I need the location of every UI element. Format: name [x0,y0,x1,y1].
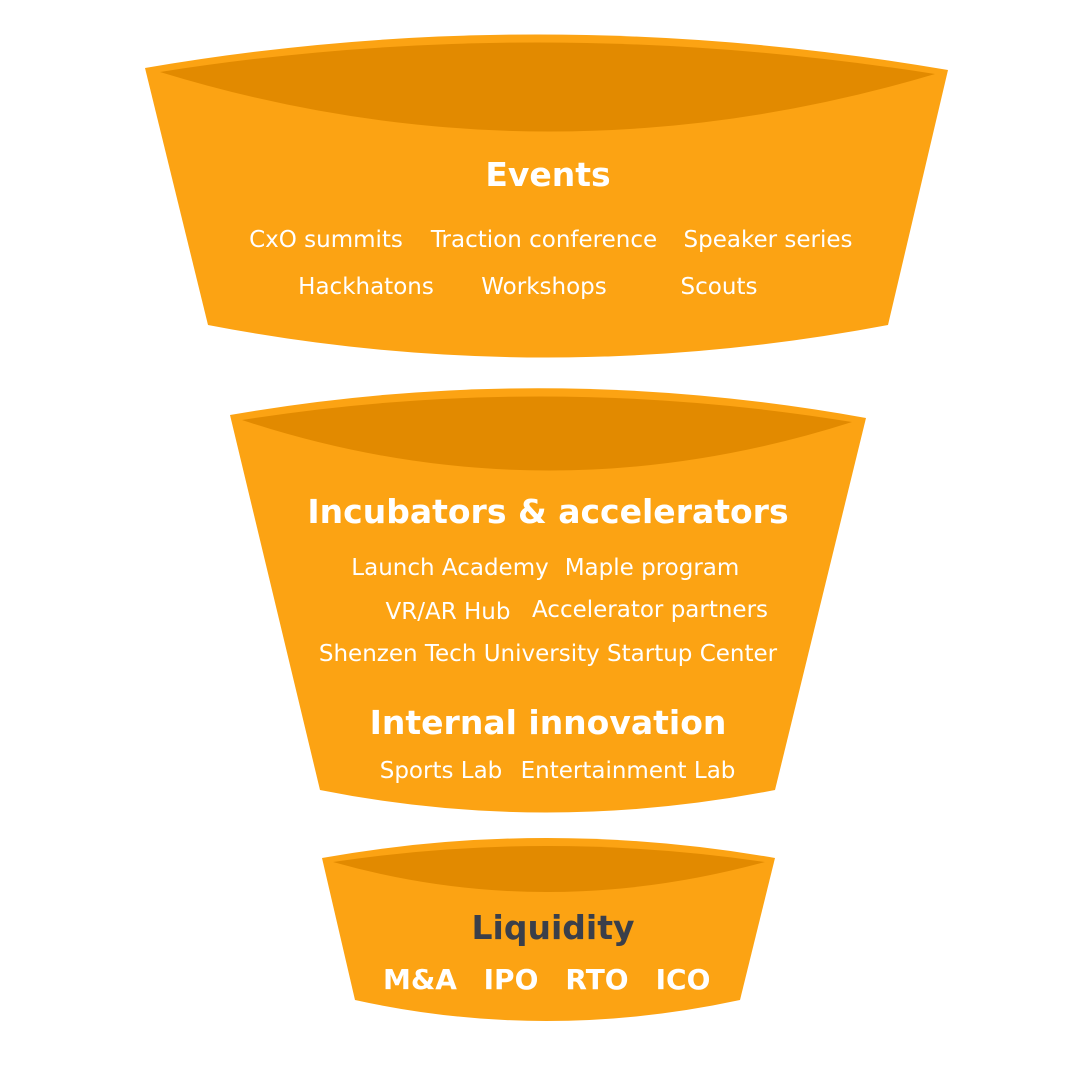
events-item-scouts: Scouts [680,274,758,300]
incubators-item-accelerator-partners: Accelerator partners [531,597,769,623]
events-item-speaker-series: Speaker series [683,227,853,253]
funnel-tier-middle-rim [242,396,852,471]
events-item-hackhatons: Hackhatons [298,274,434,300]
incubators-item-shenzen-startup-center: Shenzen Tech University Startup Center [318,641,778,667]
funnel-tier-bottom-rim [333,846,765,892]
incubators-item-maple-program: Maple program [564,555,740,581]
internal-innovation-title: Internal innovation [369,703,727,742]
incubators-item-vrar-hub: VR/AR Hub [385,599,511,625]
events-item-cxo-summits: CxO summits [249,227,403,253]
funnel-tier-middle-body [230,388,866,813]
liquidity-item-ico: ICO [655,963,711,996]
liquidity-item-ipo: IPO [483,963,539,996]
liquidity-item-rto: RTO [565,963,629,996]
events-title: Events [485,155,611,194]
internal-item-sports-lab: Sports Lab [379,758,503,784]
liquidity-item-ma: M&A [383,963,457,996]
incubators-item-launch-academy: Launch Academy [351,555,549,581]
liquidity-title: Liquidity [471,908,635,947]
funnel-tier-top-rim [160,42,935,132]
incubators-title: Incubators & accelerators [307,492,789,531]
events-item-workshops: Workshops [481,274,607,300]
internal-item-entertainment-lab: Entertainment Lab [520,758,736,784]
events-item-traction-conference: Traction conference [430,227,658,253]
